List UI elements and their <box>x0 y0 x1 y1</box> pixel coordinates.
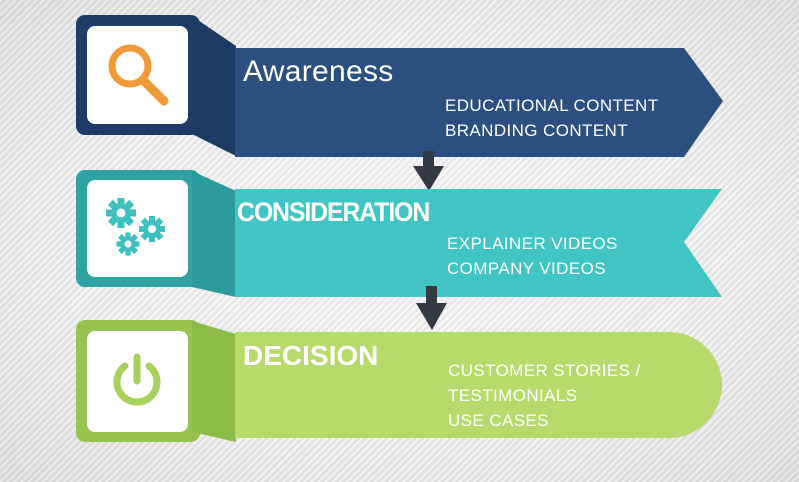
consideration-banner <box>235 189 722 297</box>
stage-item: EXPLAINER VIDEOS <box>447 234 618 253</box>
magnifier-icon <box>108 44 169 106</box>
consideration-fold <box>192 171 236 297</box>
stage-item: CUSTOMER STORIES / <box>448 361 641 380</box>
stage-item: TESTIMONIALS <box>448 386 578 405</box>
gears-icon <box>106 198 165 256</box>
stage-item: COMPANY VIDEOS <box>447 259 606 278</box>
stage-decision <box>76 320 722 442</box>
stage-item: EDUCATIONAL CONTENT <box>445 96 659 115</box>
awareness-icon-box <box>87 26 188 124</box>
down-arrow-icon <box>413 151 444 191</box>
stage-title-consideration: CONSIDERATION <box>237 197 430 227</box>
power-icon <box>113 353 161 406</box>
stage-consideration <box>76 170 722 297</box>
awareness-items: EDUCATIONAL CONTENT BRANDING CONTENT <box>445 93 659 143</box>
stage-title-decision: DECISION <box>243 340 379 371</box>
stage-item: USE CASES <box>448 411 549 430</box>
stage-awareness <box>76 15 723 157</box>
stage-title-awareness: Awareness <box>243 55 394 88</box>
stage-item: BRANDING CONTENT <box>445 121 629 140</box>
decision-fold <box>192 321 236 442</box>
awareness-fold <box>192 16 236 156</box>
decision-banner <box>235 332 722 438</box>
consideration-icon-box <box>87 180 188 277</box>
awareness-banner <box>235 48 723 157</box>
decision-items: CUSTOMER STORIES / TESTIMONIALS USE CASE… <box>448 358 641 433</box>
consideration-items: EXPLAINER VIDEOS COMPANY VIDEOS <box>447 231 618 281</box>
down-arrow-icon <box>416 286 447 330</box>
